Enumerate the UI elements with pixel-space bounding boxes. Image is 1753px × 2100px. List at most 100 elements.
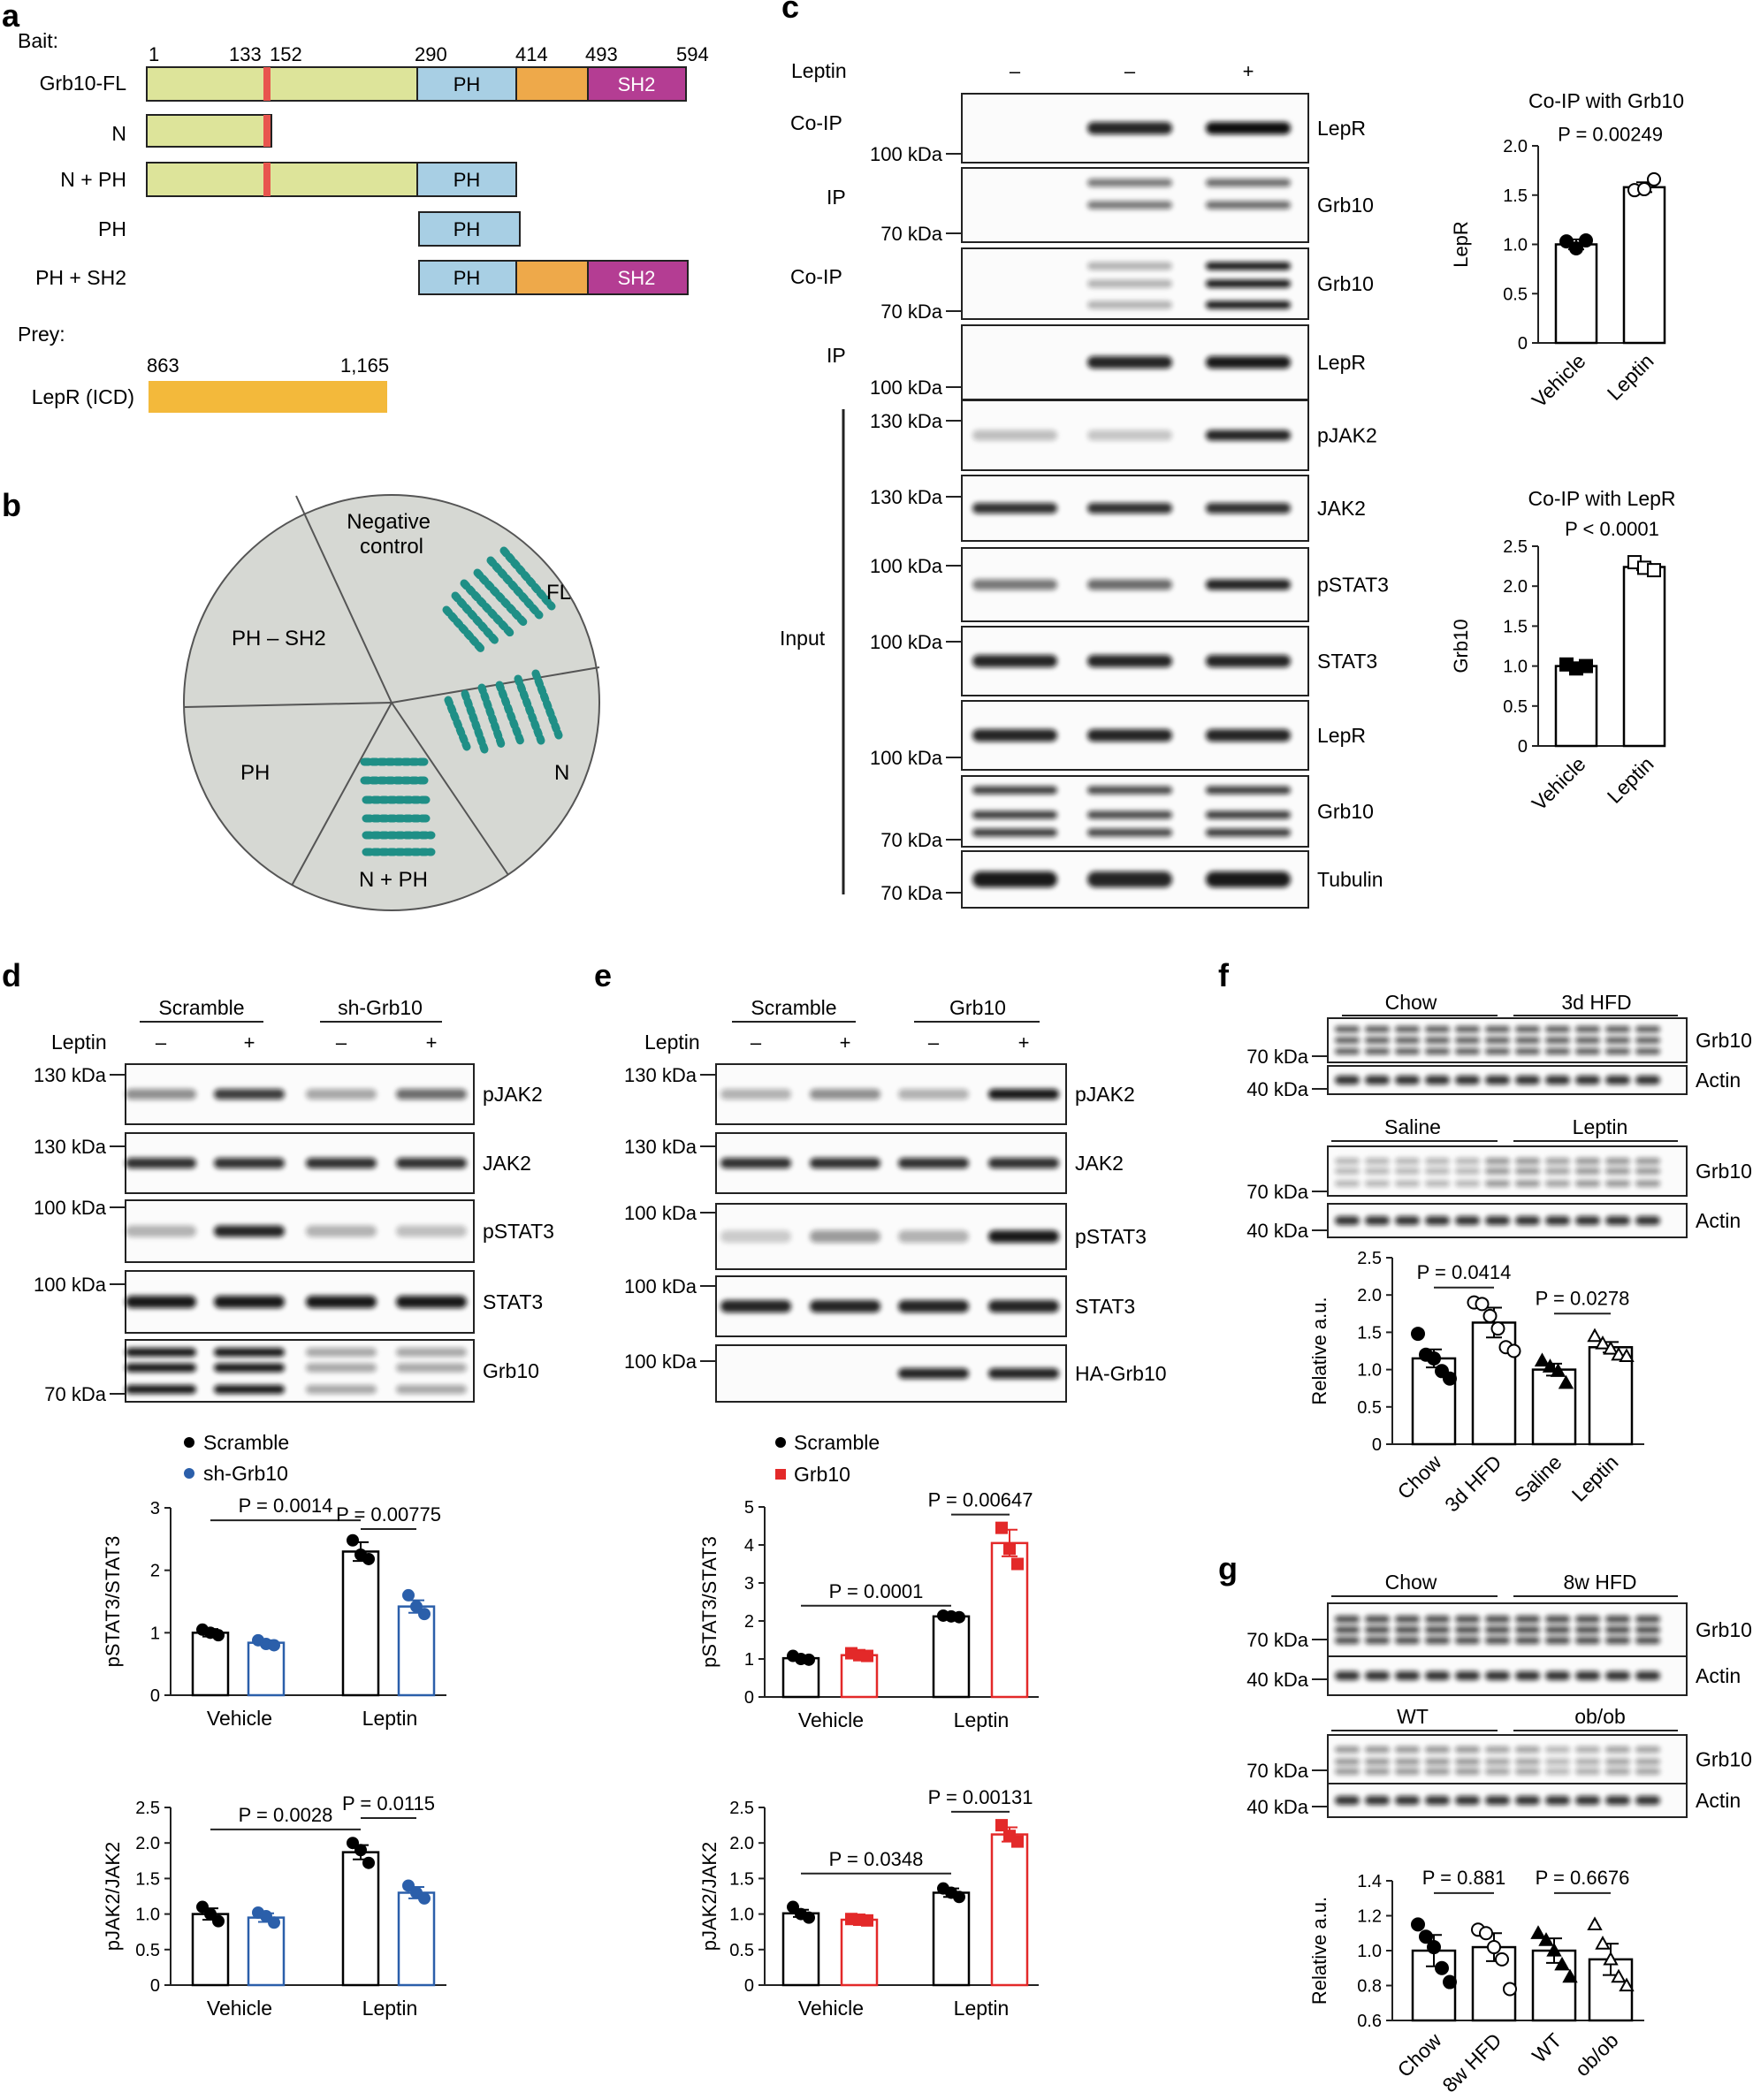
blot-band	[810, 1230, 880, 1243]
domain-positions: 1 133 152 290 414 493 594	[149, 43, 709, 65]
blot-band	[972, 871, 1057, 887]
blot-band	[810, 1158, 880, 1168]
blot-band	[126, 1385, 196, 1394]
blot-band	[1206, 828, 1291, 837]
data-point	[861, 1914, 873, 1927]
blot-band	[1605, 1048, 1630, 1054]
blot-band	[1515, 1180, 1540, 1187]
colony-streak	[473, 568, 530, 629]
blot-band	[1335, 1216, 1360, 1225]
divider-line	[291, 702, 393, 886]
p-value-label: P = 0.0414	[1417, 1261, 1512, 1283]
blot-band	[1206, 122, 1291, 134]
blot-band	[1635, 1216, 1660, 1225]
blot-band	[972, 579, 1057, 590]
y-tick-label: 2.5	[1357, 1249, 1382, 1268]
blot-band	[1335, 1768, 1360, 1775]
blot-band	[1087, 122, 1172, 134]
y-axis-label: pJAK2/JAK2	[698, 1842, 720, 1952]
blot-band	[1087, 828, 1172, 837]
blot-band	[1605, 1180, 1630, 1187]
blot-band	[396, 1385, 467, 1394]
blot-band	[1335, 1026, 1360, 1032]
bar	[341, 1851, 380, 1987]
y-tick-label: 1.5	[729, 1869, 754, 1889]
blot-band	[1425, 1168, 1450, 1175]
data-point	[953, 1891, 965, 1904]
y-tick-label: 1.0	[1357, 1942, 1382, 1961]
blot-band	[1575, 1758, 1600, 1765]
data-point	[1619, 1977, 1635, 1992]
blot-band	[214, 1363, 285, 1373]
x-tick-label: Leptin	[362, 1997, 418, 2020]
kda-marker: 100 kDa	[870, 377, 943, 399]
bar	[840, 1654, 879, 1699]
blot-band	[1335, 1158, 1360, 1165]
lane-sign: +	[840, 1031, 851, 1054]
data-point	[1487, 1940, 1501, 1955]
blot-band	[1575, 1671, 1600, 1680]
blot-band	[1455, 1671, 1480, 1680]
blot-band	[1365, 1037, 1390, 1044]
sector-label-ph-sh2: PH – SH2	[232, 627, 326, 651]
blot-band	[1206, 262, 1291, 270]
blot-band	[898, 1089, 969, 1099]
panel-d: d Scramble sh-Grb10 Leptin – + – + pJAK2…	[2, 957, 554, 2020]
blot-band	[988, 1300, 1059, 1312]
blot-band	[1425, 1048, 1450, 1054]
data-point	[1490, 1321, 1505, 1336]
blot-band	[1087, 179, 1172, 187]
blot-band	[1575, 1076, 1600, 1084]
data-point	[1506, 1343, 1521, 1358]
lane-sign: –	[336, 1031, 347, 1054]
blot-band	[988, 1230, 1059, 1243]
colony-streak	[451, 591, 501, 647]
blot-band	[1515, 1216, 1540, 1225]
x-tick-label: Vehicle	[207, 1997, 272, 2020]
kda-marker: 100 kDa	[624, 1275, 697, 1297]
y-tick-label: 0.5	[1357, 1398, 1382, 1418]
position-label: 594	[676, 43, 709, 65]
blot-band	[1455, 1626, 1480, 1633]
blot-band	[1395, 1168, 1420, 1175]
blot-band	[1206, 503, 1291, 514]
data-point	[1554, 1956, 1570, 1971]
panel-a-letter: a	[2, 0, 20, 34]
blot-band	[1425, 1026, 1450, 1032]
blot-band	[1395, 1037, 1420, 1044]
data-point	[1546, 1942, 1562, 1957]
blot-band	[1206, 201, 1291, 209]
blot-band	[306, 1089, 377, 1099]
blot-band	[1605, 1076, 1630, 1084]
n-domain	[146, 162, 418, 197]
sh2-label: SH2	[618, 73, 656, 95]
blot-band	[1485, 1671, 1510, 1680]
blot-band	[1365, 1048, 1390, 1054]
sector-label-line: Negative	[347, 510, 431, 534]
p-value-label: P = 0.00647	[928, 1489, 1033, 1511]
data-point	[1587, 1916, 1603, 1930]
blot-band	[1635, 1758, 1660, 1765]
blot-band	[1485, 1616, 1510, 1623]
data-point	[402, 1588, 415, 1602]
blot-band	[1455, 1216, 1480, 1225]
y-tick-label: 1.0	[1503, 236, 1528, 255]
y-tick-label: 0	[1372, 1435, 1382, 1455]
construct-label: PH	[98, 217, 126, 240]
blot-band	[1455, 1746, 1480, 1753]
blot-band	[1206, 301, 1291, 309]
blot-label: HA-Grb10	[1075, 1362, 1167, 1385]
blot-band	[1395, 1637, 1420, 1644]
y-tick-label: 0	[1518, 334, 1528, 354]
data-point	[1419, 1929, 1433, 1944]
blot-band	[1206, 430, 1291, 441]
